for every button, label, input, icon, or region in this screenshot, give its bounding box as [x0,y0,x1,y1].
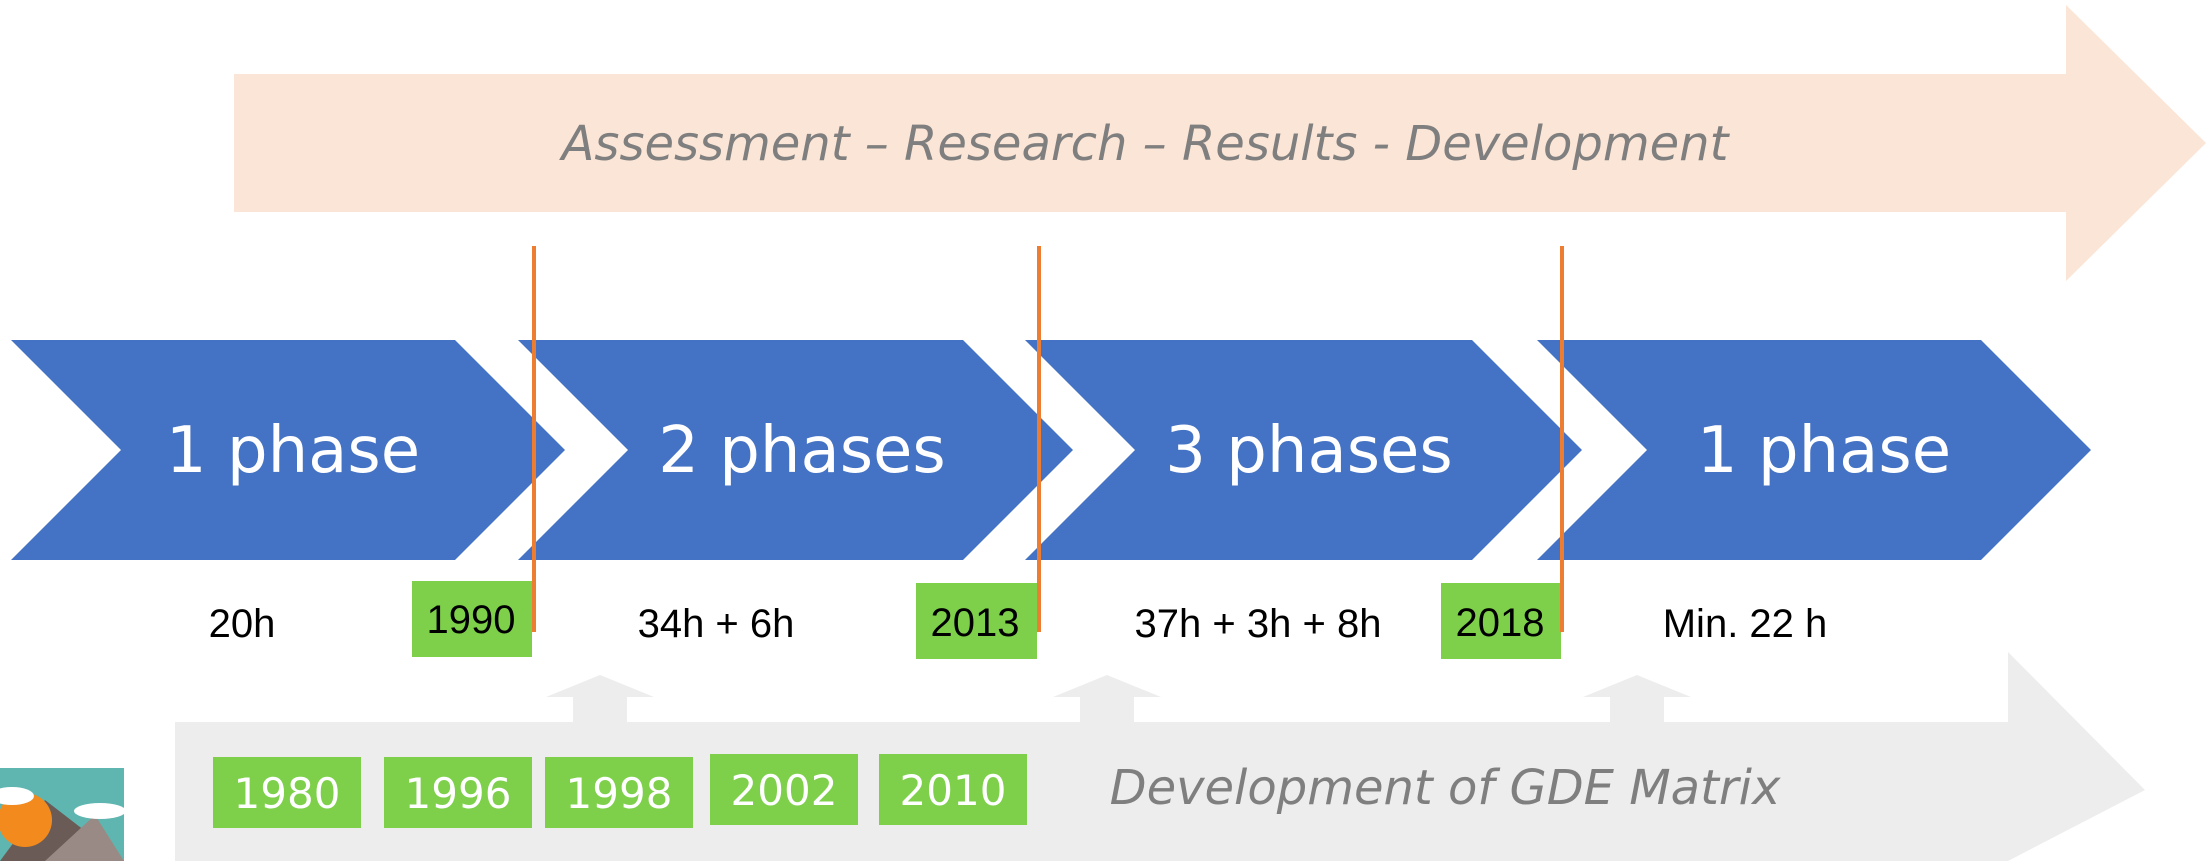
gde-year-2002: 2002 [731,766,838,815]
up-arrow-3 [1583,675,1691,722]
phase-hours-2: 34h + 6h [638,602,795,646]
milestone-badge-1990 [412,581,532,657]
gde-year-2010: 2010 [900,766,1007,815]
milestone-year-2018: 2018 [1456,601,1545,645]
phase-label-2: 2 phases [658,414,946,488]
gde-badge-2010 [879,754,1027,825]
phase-label-3: 3 phases [1165,414,1453,488]
bottom-banner-text: Development of GDE Matrix [1110,760,1781,816]
phase-label-1: 1 phase [166,414,420,488]
milestone-year-1990: 1990 [427,598,516,642]
phase-chevron-1 [11,340,565,560]
gde-badge-1980 [213,757,361,828]
gde-badge-1996 [384,757,532,828]
milestone-badge-2013 [916,583,1037,659]
top-banner-arrow [234,5,2206,281]
phase-hours-1: 20h [209,602,276,646]
up-arrow-1 [546,675,654,722]
phase-chevron-4 [1537,340,2091,560]
phase-chevron-2 [518,340,1073,560]
phase-hours-4: Min. 22 h [1663,602,1828,646]
gde-badge-2002 [710,754,858,825]
phase-hours-3: 37h + 3h + 8h [1135,602,1382,646]
gde-badge-1998 [545,757,693,828]
bottom-banner-arrow [175,652,2145,861]
phase-label-4: 1 phase [1697,414,1951,488]
milestone-badge-2018 [1441,583,1561,659]
corner-illustration-icon [0,768,126,861]
top-banner-text: Assessment – Research – Results - Develo… [559,116,1731,172]
gde-year-1998: 1998 [566,769,673,818]
gde-year-1980: 1980 [234,769,341,818]
milestone-year-2013: 2013 [931,601,1020,645]
phase-chevron-3 [1025,340,1582,560]
gde-year-1996: 1996 [405,769,512,818]
up-arrow-2 [1053,675,1161,722]
